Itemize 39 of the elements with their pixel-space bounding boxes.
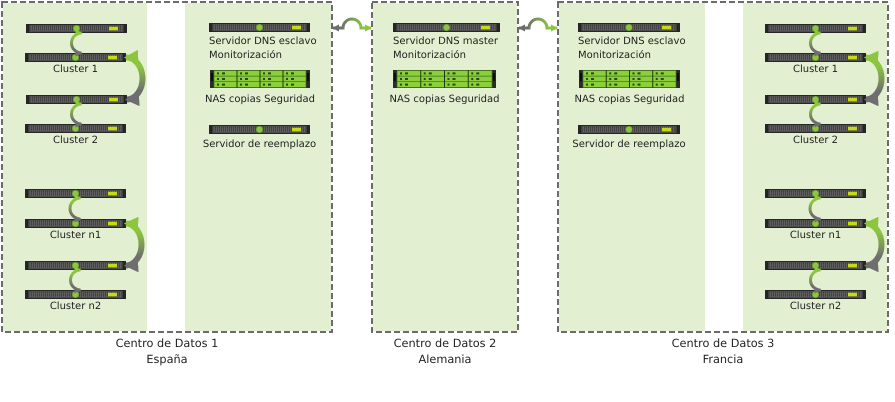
cluster-label: Cluster 1 <box>52 63 98 77</box>
server-label: Monitorización <box>209 49 282 63</box>
curved-arrow <box>70 100 83 128</box>
server-label: Servidor de reemplazo <box>202 138 316 152</box>
country-name: Alemania <box>418 352 472 368</box>
cluster-label: Cluster n2 <box>50 300 102 314</box>
curved-arrow <box>809 100 822 128</box>
server-label: Servidor DNS master <box>393 35 498 49</box>
cluster-label: Cluster 2 <box>792 134 838 148</box>
server-label: Monitorización <box>578 49 651 63</box>
server-label: NAS copias Seguridad <box>574 93 684 107</box>
cluster-label: Cluster n1 <box>790 229 842 243</box>
cluster-label: Cluster n1 <box>50 229 102 243</box>
country-name: Francia <box>702 352 744 368</box>
cluster-label: Cluster 2 <box>52 134 98 148</box>
server-label: Monitorización <box>393 49 466 63</box>
curved-arrow <box>809 30 822 56</box>
data-center-name: Centro de Datos 3 <box>672 336 774 352</box>
curved-arrow <box>124 218 144 272</box>
data-center-name: Centro de Datos 2 <box>394 336 496 352</box>
server-label: Servidor de reemplazo <box>572 138 686 152</box>
curved-arrow <box>518 18 558 32</box>
cluster-label: Cluster 1 <box>792 63 838 77</box>
curved-arrow <box>68 194 82 222</box>
curved-arrow <box>864 218 884 272</box>
curved-arrow <box>332 18 372 32</box>
country-name: España <box>146 352 188 368</box>
server-label: Servidor DNS esclavo <box>578 35 686 49</box>
curved-arrow <box>809 266 822 294</box>
curved-arrow <box>124 50 146 106</box>
curved-arrow <box>70 30 83 56</box>
server-label: NAS copias Seguridad <box>389 93 500 107</box>
curved-arrow <box>69 266 82 294</box>
server-label: NAS copias Seguridad <box>204 93 315 107</box>
curved-arrow <box>864 52 884 106</box>
data-center-name: Centro de Datos 1 <box>116 336 218 352</box>
curved-arrow <box>808 194 822 222</box>
cluster-label: Cluster n2 <box>790 300 842 314</box>
server-label: Servidor DNS esclavo <box>209 35 317 49</box>
